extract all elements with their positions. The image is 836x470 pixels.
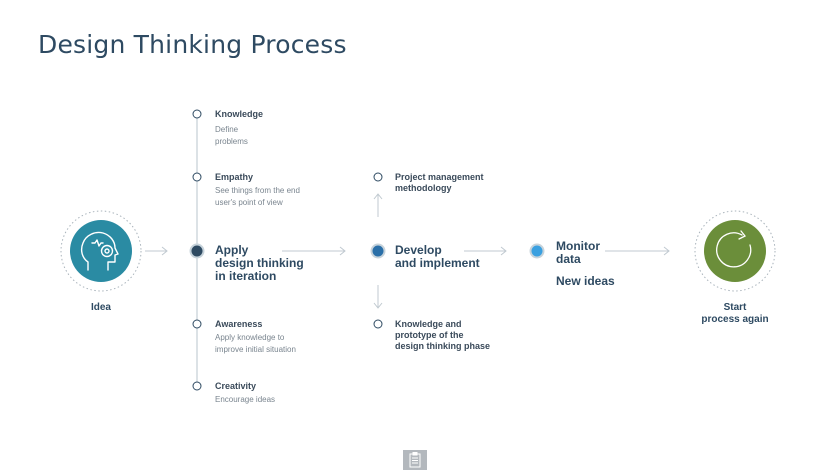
node-empathy [192, 172, 202, 182]
item-awareness-line2: improve initial situation [215, 345, 296, 354]
restart-label: Start process again [685, 302, 785, 326]
apply-line3: in iteration [215, 269, 277, 283]
develop-main-label: Develop and implement [395, 244, 480, 270]
item-empathy-line2: user's point of view [215, 198, 283, 207]
apply-line1: Apply [215, 243, 249, 257]
page-title: Design Thinking Process [38, 30, 347, 59]
develop-line2: and implement [395, 256, 480, 270]
item-awareness-line1: Apply knowledge to [215, 333, 285, 342]
monitor-line1: Monitor [556, 239, 600, 253]
item-empathy-line1: See things from the end [215, 186, 300, 195]
node-monitor [529, 243, 545, 259]
node-awareness [192, 319, 202, 329]
item-creativity: Creativity Encourage ideas [215, 381, 275, 406]
apply-main-label: Apply design thinking in iteration [215, 244, 304, 283]
monitor-line2: data [556, 252, 581, 266]
idea-outer-ring [60, 210, 142, 292]
refresh-icon [716, 230, 752, 268]
apply-line2: design thinking [215, 256, 304, 270]
item-creativity-line1: Encourage ideas [215, 395, 276, 404]
node-knowledge-prototype [373, 319, 383, 329]
item-empathy-title: Empathy [215, 172, 254, 182]
item-awareness: Awareness Apply knowledge to improve ini… [215, 319, 296, 356]
clipboard-icon[interactable] [403, 450, 427, 470]
item-creativity-title: Creativity [215, 381, 257, 391]
develop-bottom-line3: design thinking phase [395, 341, 491, 351]
node-creativity [192, 381, 202, 391]
monitor-label: Monitor data New ideas [556, 240, 615, 288]
head-gears-icon [80, 231, 119, 271]
develop-bottom-line2: prototype of the [395, 330, 464, 340]
develop-top-line2: methodology [395, 183, 452, 193]
monitor-extra: New ideas [556, 274, 615, 288]
item-knowledge: Knowledge Define problems [215, 109, 263, 148]
item-empathy: Empathy See things from the end user's p… [215, 172, 300, 209]
restart-circle [704, 220, 766, 282]
node-develop [370, 243, 386, 259]
develop-bottom-label: Knowledge and prototype of the design th… [395, 319, 490, 352]
item-knowledge-line2: problems [215, 137, 248, 146]
develop-line1: Develop [395, 243, 442, 257]
restart-outer-ring [694, 210, 776, 292]
develop-bottom-line1: Knowledge and [395, 319, 462, 329]
restart-label-line1: Start [723, 302, 747, 313]
item-knowledge-line1: Define [215, 125, 239, 134]
item-awareness-title: Awareness [215, 319, 263, 329]
node-apply [189, 243, 205, 259]
develop-top-line1: Project management [395, 172, 484, 182]
idea-label: Idea [90, 302, 111, 313]
item-knowledge-title: Knowledge [215, 109, 264, 119]
node-knowledge [192, 109, 202, 119]
node-project-mgmt [373, 172, 383, 182]
develop-top-label: Project management methodology [395, 172, 484, 194]
restart-label-line2: process again [701, 314, 769, 325]
